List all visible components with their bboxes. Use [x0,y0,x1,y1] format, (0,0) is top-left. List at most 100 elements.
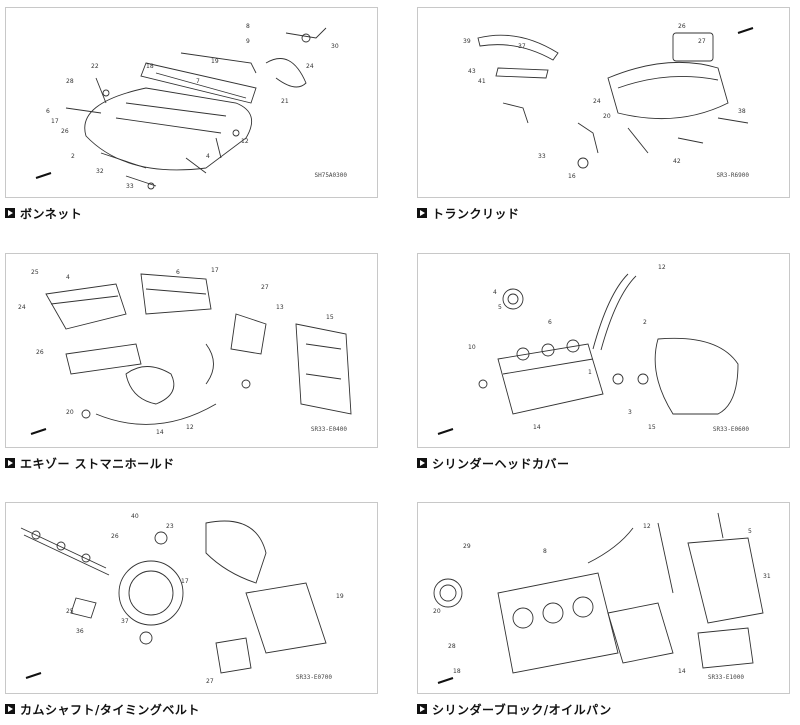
svg-text:31: 31 [763,573,771,580]
svg-text:28: 28 [448,643,456,650]
svg-text:14: 14 [678,668,686,675]
svg-text:5: 5 [748,528,752,535]
caption-link-trunk-lid[interactable]: トランクリッド [417,205,520,221]
svg-text:14: 14 [533,424,541,431]
svg-text:15: 15 [648,424,656,431]
svg-text:13: 13 [276,304,284,311]
svg-text:33: 33 [538,153,546,160]
right-arrow-icon [417,704,427,714]
svg-text:29: 29 [463,543,471,550]
caption-link-camshaft-timing-belt[interactable]: カムシャフト/タイミングベルト [5,701,200,717]
svg-text:6: 6 [46,108,50,115]
svg-text:8: 8 [246,23,250,30]
caption-text: ボンネット [20,206,83,221]
svg-text:3: 3 [628,409,632,416]
right-arrow-icon [5,704,15,714]
svg-text:26: 26 [678,23,686,30]
camshaft-timing-belt-illustration: 40 26 23 17 37 25 36 19 27 [20,513,344,685]
svg-text:23: 23 [166,523,174,530]
svg-text:6: 6 [548,319,552,326]
right-arrow-icon [5,458,15,468]
svg-text:17: 17 [181,578,189,585]
svg-text:36: 36 [76,628,84,635]
svg-text:4: 4 [66,274,70,281]
svg-text:19: 19 [336,593,344,600]
svg-text:6: 6 [176,269,180,276]
cylinder-head-cover-illustration: 4 5 6 10 12 2 1 3 15 14 [437,264,739,435]
svg-text:28: 28 [66,78,74,85]
svg-text:21: 21 [281,98,289,105]
svg-text:5: 5 [498,304,502,311]
svg-text:43: 43 [468,68,476,75]
caption-text: シリンダーブロック/オイルパン [432,702,612,717]
svg-text:27: 27 [261,284,269,291]
svg-text:24: 24 [593,98,601,105]
svg-text:15: 15 [326,314,334,321]
svg-text:38: 38 [738,108,746,115]
svg-text:12: 12 [186,424,194,431]
svg-text:41: 41 [478,78,486,85]
svg-text:25: 25 [66,608,74,615]
svg-text:12: 12 [643,523,651,530]
svg-text:17: 17 [211,267,219,274]
svg-text:10: 10 [468,344,476,351]
svg-text:27: 27 [206,678,214,685]
diagram-code: SR33-E0400 [310,426,347,433]
diagram-code: SR33-E0600 [712,426,749,433]
cylinder-block-oil-pan-illustration: 29 8 12 5 31 20 28 18 14 [433,512,771,684]
caption-link-cylinder-block-oil-pan[interactable]: シリンダーブロック/オイルパン [417,701,612,717]
svg-text:20: 20 [66,409,74,416]
caption-link-cylinder-head-cover[interactable]: シリンダーヘッドカバー [417,455,570,471]
svg-text:12: 12 [241,138,249,145]
svg-text:2: 2 [643,319,647,326]
caption-text: エキゾー ストマニホールド [20,456,175,471]
svg-text:32: 32 [96,168,104,175]
svg-text:39: 39 [463,38,471,45]
svg-text:37: 37 [518,43,526,50]
right-arrow-icon [417,458,427,468]
svg-text:1: 1 [588,369,592,376]
svg-text:22: 22 [91,63,99,70]
svg-text:17: 17 [51,118,59,125]
svg-text:4: 4 [206,153,210,160]
svg-text:20: 20 [603,113,611,120]
svg-text:2: 2 [71,153,75,160]
svg-text:40: 40 [131,513,139,520]
svg-text:30: 30 [331,43,339,50]
diagram-camshaft-timing-belt[interactable]: 40 26 23 17 37 25 36 19 27 SR33-E0700 [5,502,378,694]
caption-text: トランクリッド [432,206,520,221]
diagram-cylinder-head-cover[interactable]: 4 5 6 10 12 2 1 3 15 14 SR33-E0600 [417,253,790,448]
svg-text:12: 12 [658,264,666,271]
caption-text: カムシャフト/タイミングベルト [20,702,200,717]
diagram-code: SR33-E0700 [295,674,332,681]
svg-text:24: 24 [18,304,26,311]
svg-text:16: 16 [568,173,576,180]
svg-text:24: 24 [306,63,314,70]
right-arrow-icon [417,208,427,218]
svg-text:26: 26 [111,533,119,540]
svg-text:20: 20 [433,608,441,615]
svg-text:37: 37 [121,618,129,625]
diagram-code: SH75A0300 [314,172,347,179]
right-arrow-icon [5,208,15,218]
caption-link-exhaust-manifold[interactable]: エキゾー ストマニホールド [5,455,175,471]
svg-text:42: 42 [673,158,681,165]
svg-text:27: 27 [698,38,706,45]
svg-text:33: 33 [126,183,134,190]
svg-text:18: 18 [146,63,154,70]
svg-text:14: 14 [156,429,164,436]
svg-text:18: 18 [453,668,461,675]
diagram-code: SR3-R6900 [716,172,749,179]
svg-text:8: 8 [543,548,547,555]
caption-link-bonnet[interactable]: ボンネット [5,205,82,221]
svg-text:7: 7 [196,78,200,85]
svg-text:9: 9 [246,38,250,45]
svg-text:4: 4 [493,289,497,296]
svg-text:26: 26 [61,128,69,135]
